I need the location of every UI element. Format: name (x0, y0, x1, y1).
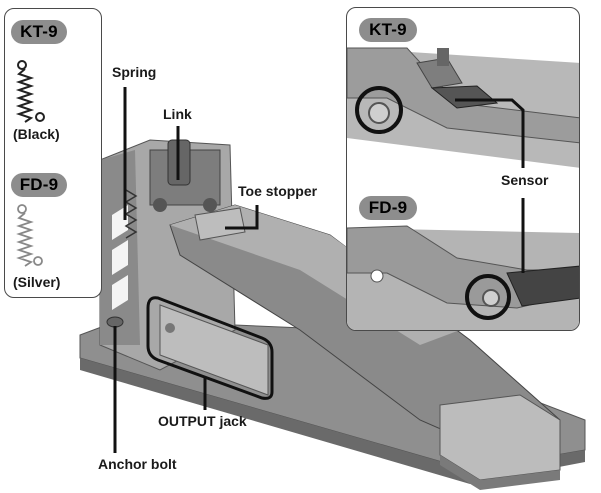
sensor-detail-panel: KT-9 Sensor FD-9 (346, 7, 580, 331)
kt9-sensor-leader (455, 98, 525, 168)
kt9-badge: KT-9 (11, 20, 67, 44)
output-jack-label: OUTPUT jack (158, 413, 247, 429)
silver-spring-icon (16, 204, 43, 267)
spring-variants-panel: KT-9 (Black) FD-9 (Silver) (4, 8, 102, 298)
kt9-detail-badge: KT-9 (359, 18, 417, 42)
output-jack-outline (146, 296, 274, 400)
spring-label: Spring (112, 64, 157, 80)
link-label: Link (163, 106, 192, 122)
fd9-detail-badge: FD-9 (359, 196, 417, 220)
fd9-sensor-pad (506, 265, 579, 307)
toe-stopper-label: Toe stopper (238, 183, 318, 199)
output-jack-panel (159, 304, 269, 396)
anchor-bolt-label: Anchor bolt (98, 456, 177, 472)
sensor-label: Sensor (499, 172, 551, 188)
black-spring-icon (15, 60, 45, 123)
toe-stopper-block (194, 207, 246, 241)
sensor-detail-illustration (347, 47, 579, 330)
kt9-sensor-pad (430, 85, 499, 109)
silver-spring-label: (Silver) (13, 274, 61, 290)
kt9-screw-highlight (355, 86, 403, 134)
springs-illustration (15, 60, 45, 267)
black-spring-label: (Black) (13, 126, 60, 142)
fd9-screw-highlight (465, 274, 511, 320)
fd9-badge: FD-9 (11, 173, 67, 197)
toe-stopper-leader (225, 205, 259, 230)
kt9-screw (368, 102, 390, 124)
fd9-screw (482, 289, 500, 307)
anchor-bolt-head (106, 316, 124, 328)
